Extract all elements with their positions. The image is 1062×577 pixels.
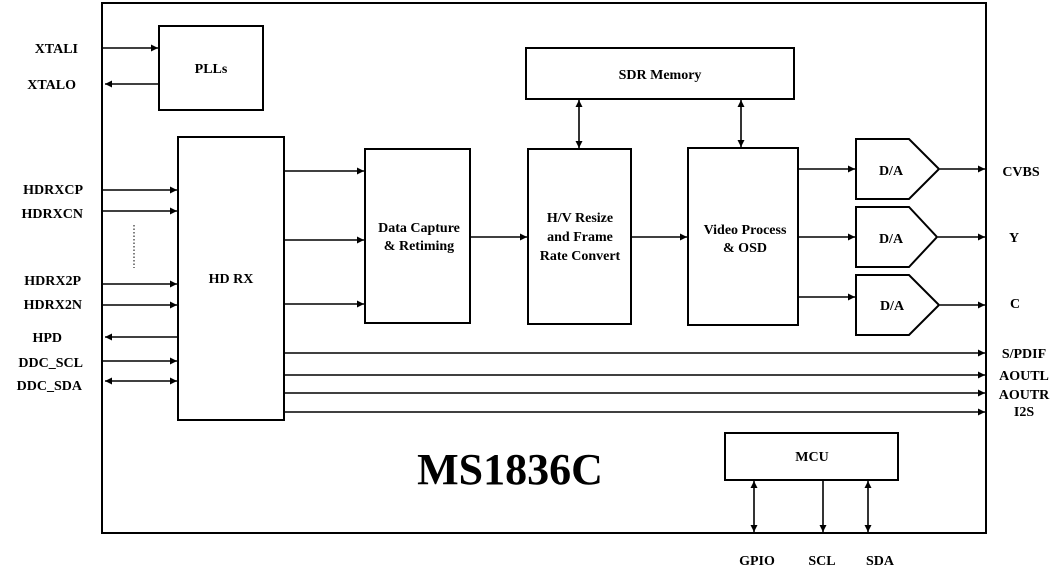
sdr-memory-block: SDR Memory [525,47,795,100]
pin-hdrx2n: HDRX2N [24,298,82,313]
chip-name: MS1836C [417,445,603,494]
hdrx-label: HD RX [209,272,254,287]
mcu-label: MCU [795,450,828,465]
data-capture-label-1: Data Capture [378,221,460,236]
pin-xtali: XTALI [35,42,78,57]
pin-ddc-sda: DDC_SDA [17,379,83,394]
pin-hpd: HPD [32,331,62,346]
resize-label-3: Rate Convert [540,249,621,264]
pin-y: Y [1009,231,1019,246]
da-converter-y: D/A [855,206,939,268]
hdrx-block: HD RX [177,136,285,421]
pin-ddc-scl: DDC_SCL [18,356,83,371]
resize-label-2: and Frame [547,230,613,245]
pin-sda: SDA [866,554,895,569]
resize-block: H/V Resize and Frame Rate Convert [527,148,632,325]
pin-spdif: S/PDIF [1002,347,1046,362]
pin-gpio: GPIO [739,554,775,569]
pin-hdrxcp: HDRXCP [23,183,83,198]
pin-aoutl: AOUTL [999,369,1049,384]
resize-label-1: H/V Resize [547,211,613,226]
pin-scl: SCL [808,554,835,569]
plls-label: PLLs [195,62,228,77]
da-converter-c: D/A [855,274,941,336]
plls-block: PLLs [158,25,264,111]
video-process-block: Video Process & OSD [687,147,799,326]
pin-hdrx2p: HDRX2P [24,274,81,289]
data-capture-label-2: & Retiming [384,239,454,254]
da-label: D/A [880,299,905,314]
da-label: D/A [879,164,904,179]
pin-c: C [1010,297,1020,312]
da-label: D/A [879,232,904,247]
da-converter-cvbs: D/A [855,138,941,200]
pin-aoutr: AOUTR [999,388,1050,403]
sdr-memory-label: SDR Memory [619,68,702,83]
video-process-label-1: Video Process [704,223,787,238]
video-process-label-2: & OSD [723,241,767,256]
pin-cvbs: CVBS [1002,165,1040,180]
data-capture-block: Data Capture & Retiming [364,148,471,324]
pin-hdrxcn: HDRXCN [22,207,83,222]
mcu-block: MCU [724,432,899,481]
pin-xtalo: XTALO [27,78,76,93]
pin-i2s: I2S [1014,405,1034,420]
